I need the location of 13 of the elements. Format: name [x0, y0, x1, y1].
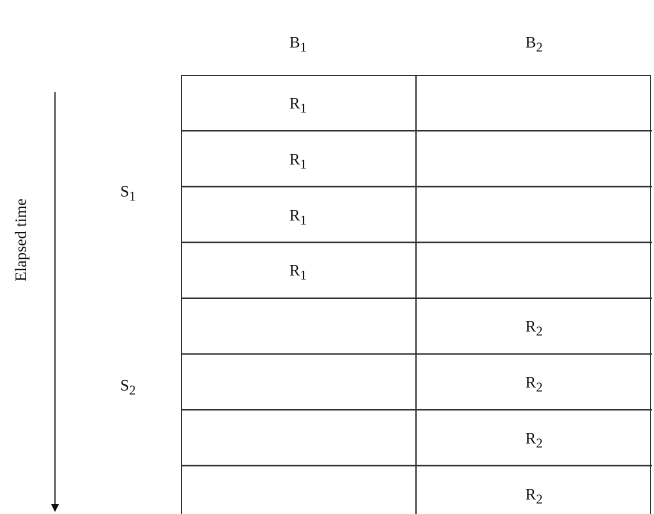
cell-text: R$_{1}$ [289, 262, 307, 284]
row-group-label: S$_{2}$ [120, 377, 136, 399]
axis-label: Elapsed time [13, 198, 31, 282]
row-group-label: S$_{1}$ [120, 183, 136, 205]
column-header: B$_{2}$ [525, 34, 543, 56]
cell-text: R$_{2}$ [525, 430, 543, 452]
cell-text: R$_{2}$ [525, 374, 543, 396]
cell-text: R$_{1}$ [289, 206, 307, 228]
cell-text: R$_{2}$ [525, 486, 543, 508]
cell-text: R$_{2}$ [525, 318, 543, 340]
cell-text: R$_{1}$ [289, 95, 307, 116]
cell-text: R$_{1}$ [289, 151, 307, 172]
column-header: B$_{1}$ [289, 34, 307, 56]
